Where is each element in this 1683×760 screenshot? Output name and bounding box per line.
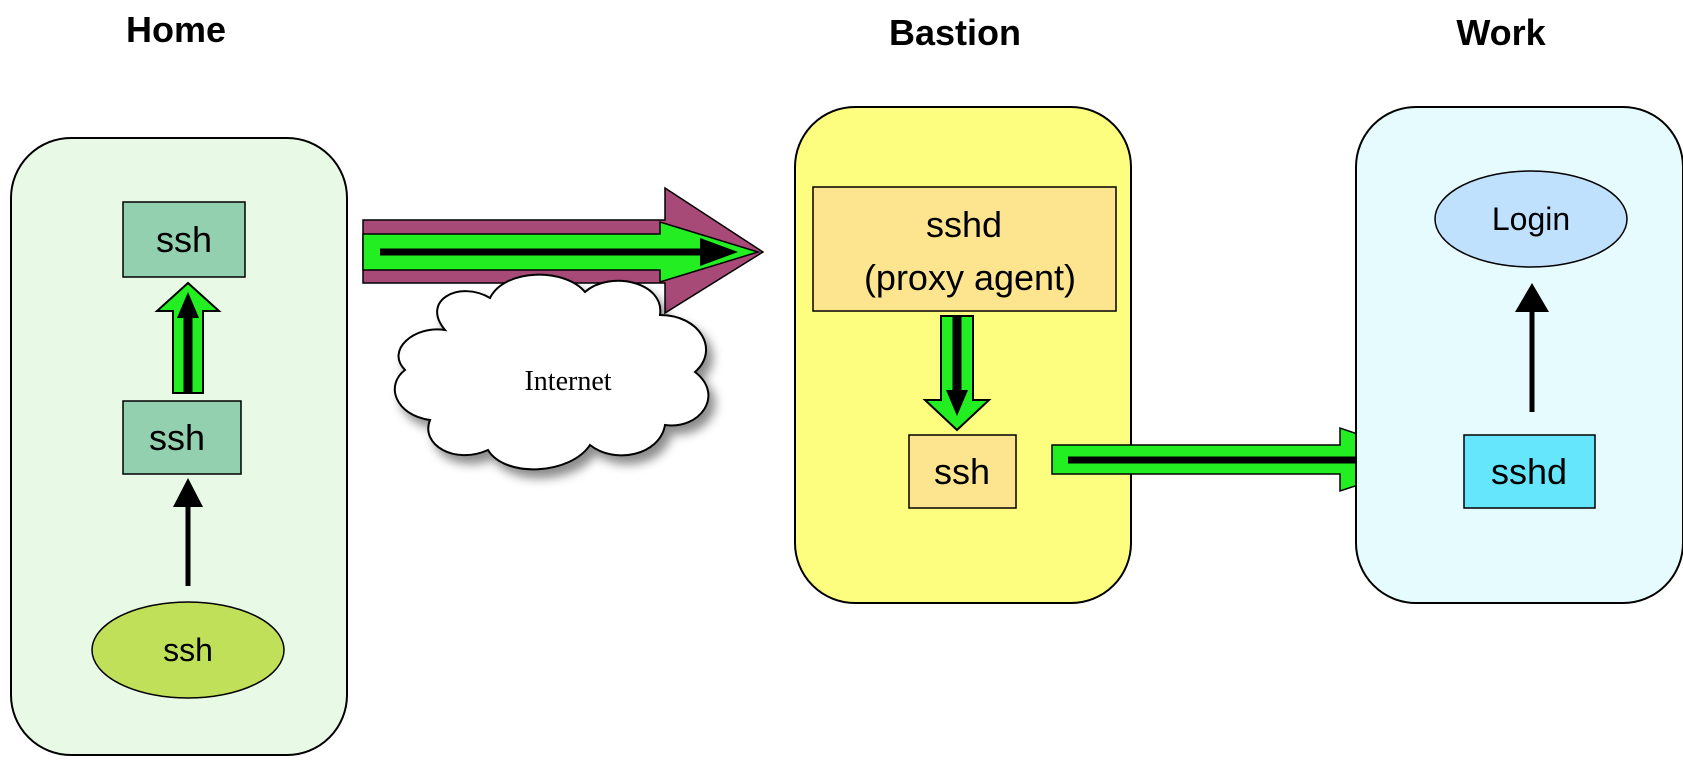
work-sshd-label: sshd — [1491, 451, 1567, 492]
home-client-oval — [91, 601, 285, 699]
bastion-heading: Bastion — [889, 12, 1021, 53]
internet-label: Internet — [524, 366, 611, 397]
bastion-sshd-box — [812, 186, 1117, 312]
home-top-ssh-label: ssh — [156, 219, 212, 260]
bastion-sshd-label: sshd — [926, 204, 1002, 245]
work-login-arrow — [1515, 283, 1549, 412]
work-login-label: Login — [1492, 201, 1570, 237]
home-tunnel-arrow — [154, 281, 222, 394]
work-heading: Work — [1456, 12, 1546, 53]
work-login-oval — [1434, 170, 1628, 268]
bastion-ssh-box — [908, 434, 1017, 509]
home-middle-ssh-label: ssh — [149, 417, 205, 458]
home-top-ssh-box — [122, 201, 246, 278]
internet-cloud-icon — [393, 273, 710, 471]
bastion-down-arrow — [922, 315, 992, 432]
home-client-oval-label: ssh — [163, 632, 213, 668]
home-middle-ssh-box — [122, 400, 242, 475]
home-client-arrow — [173, 478, 203, 586]
work-sshd-box — [1463, 434, 1596, 509]
bastion-proxy-agent-label: (proxy agent) — [864, 257, 1076, 298]
home-heading: Home — [126, 9, 226, 50]
bastion-ssh-label: ssh — [934, 451, 990, 492]
internet-tunnel-arrow — [362, 186, 765, 315]
